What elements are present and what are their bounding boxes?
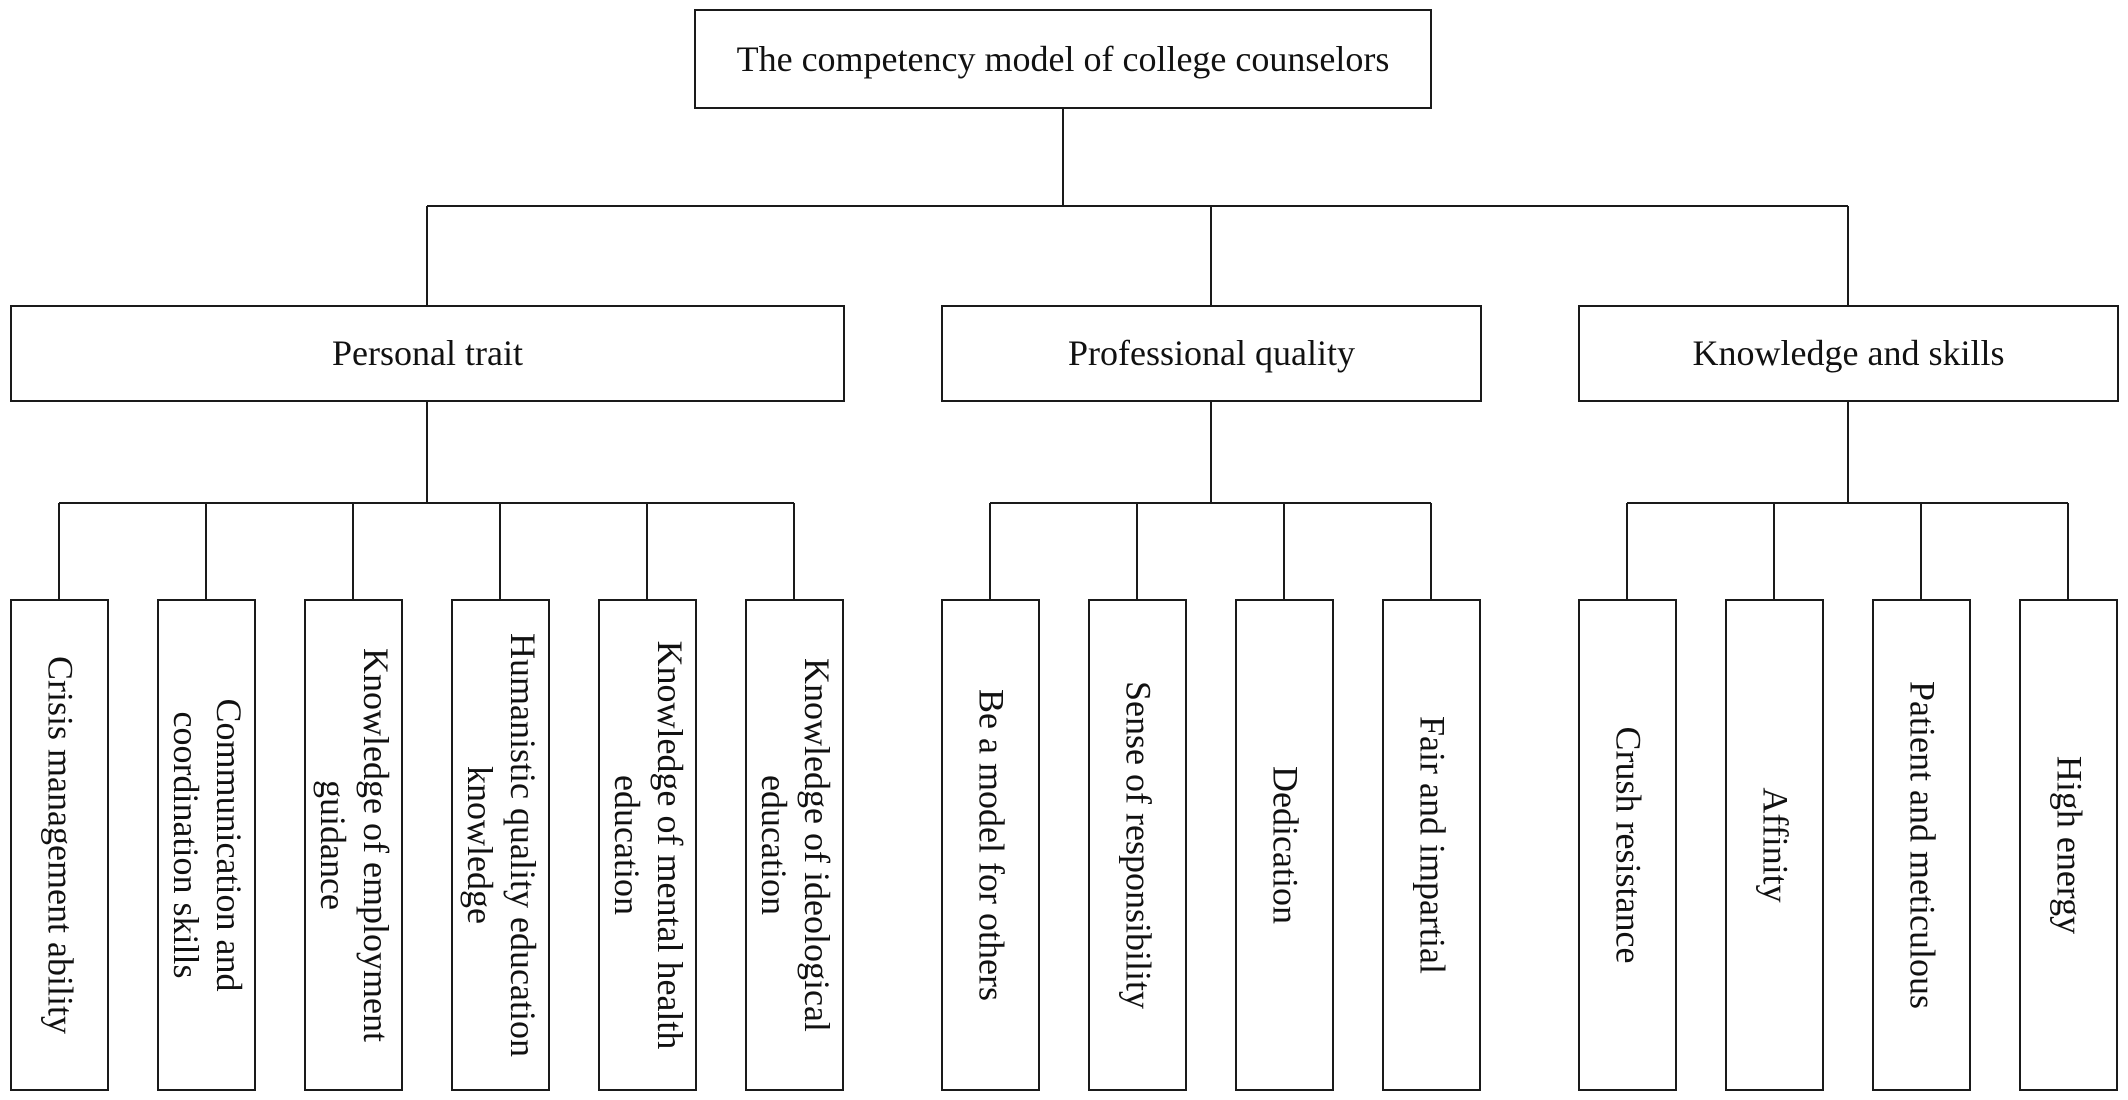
leaf-node: Knowledge of employment guidance <box>304 599 403 1091</box>
root-node: The competency model of college counselo… <box>694 9 1432 109</box>
leaf-label: Be a model for others <box>971 689 1012 1001</box>
leaf-label: Communication and coordination skills <box>165 698 249 992</box>
leaf-node: Crush resistance <box>1578 599 1677 1091</box>
leaf-node: Fair and impartial <box>1382 599 1481 1091</box>
leaf-node: Knowledge of mental health education <box>598 599 697 1091</box>
leaf-node: Crisis management ability <box>10 599 109 1091</box>
leaf-node: Affinity <box>1725 599 1824 1091</box>
leaf-label: Sense of responsibility <box>1118 681 1159 1009</box>
leaf-node: Dedication <box>1235 599 1334 1091</box>
leaf-node: Communication and coordination skills <box>157 599 256 1091</box>
leaf-label: Crush resistance <box>1608 726 1649 964</box>
leaf-label: High energy <box>2049 755 2090 935</box>
leaf-label: Knowledge of employment guidance <box>312 648 396 1042</box>
leaf-node: Knowledge of ideological education <box>745 599 844 1091</box>
leaf-node: Sense of responsibility <box>1088 599 1187 1091</box>
leaf-node: Humanistic quality education knowledge <box>451 599 550 1091</box>
category-label: Professional quality <box>1068 333 1355 373</box>
category-label: Knowledge and skills <box>1692 333 2005 373</box>
leaf-label: Patient and meticulous <box>1902 681 1943 1009</box>
root-node-label: The competency model of college counselo… <box>736 38 1390 79</box>
leaf-node: Be a model for others <box>941 599 1040 1091</box>
category-node-knowledge-and-skills: Knowledge and skills <box>1578 305 2119 402</box>
leaf-label: Dedication <box>1265 766 1306 924</box>
leaf-label: Humanistic quality education knowledge <box>459 633 543 1057</box>
category-label: Personal trait <box>332 333 523 373</box>
leaf-node: Patient and meticulous <box>1872 599 1971 1091</box>
leaf-node: High energy <box>2019 599 2118 1091</box>
leaf-label: Affinity <box>1755 787 1796 903</box>
leaf-label: Fair and impartial <box>1412 716 1453 974</box>
category-node-professional-quality: Professional quality <box>941 305 1482 402</box>
leaf-label: Crisis management ability <box>40 656 81 1034</box>
leaf-label: Knowledge of mental health education <box>606 640 690 1050</box>
category-node-personal-trait: Personal trait <box>10 305 845 402</box>
leaf-label: Knowledge of ideological education <box>753 658 837 1032</box>
